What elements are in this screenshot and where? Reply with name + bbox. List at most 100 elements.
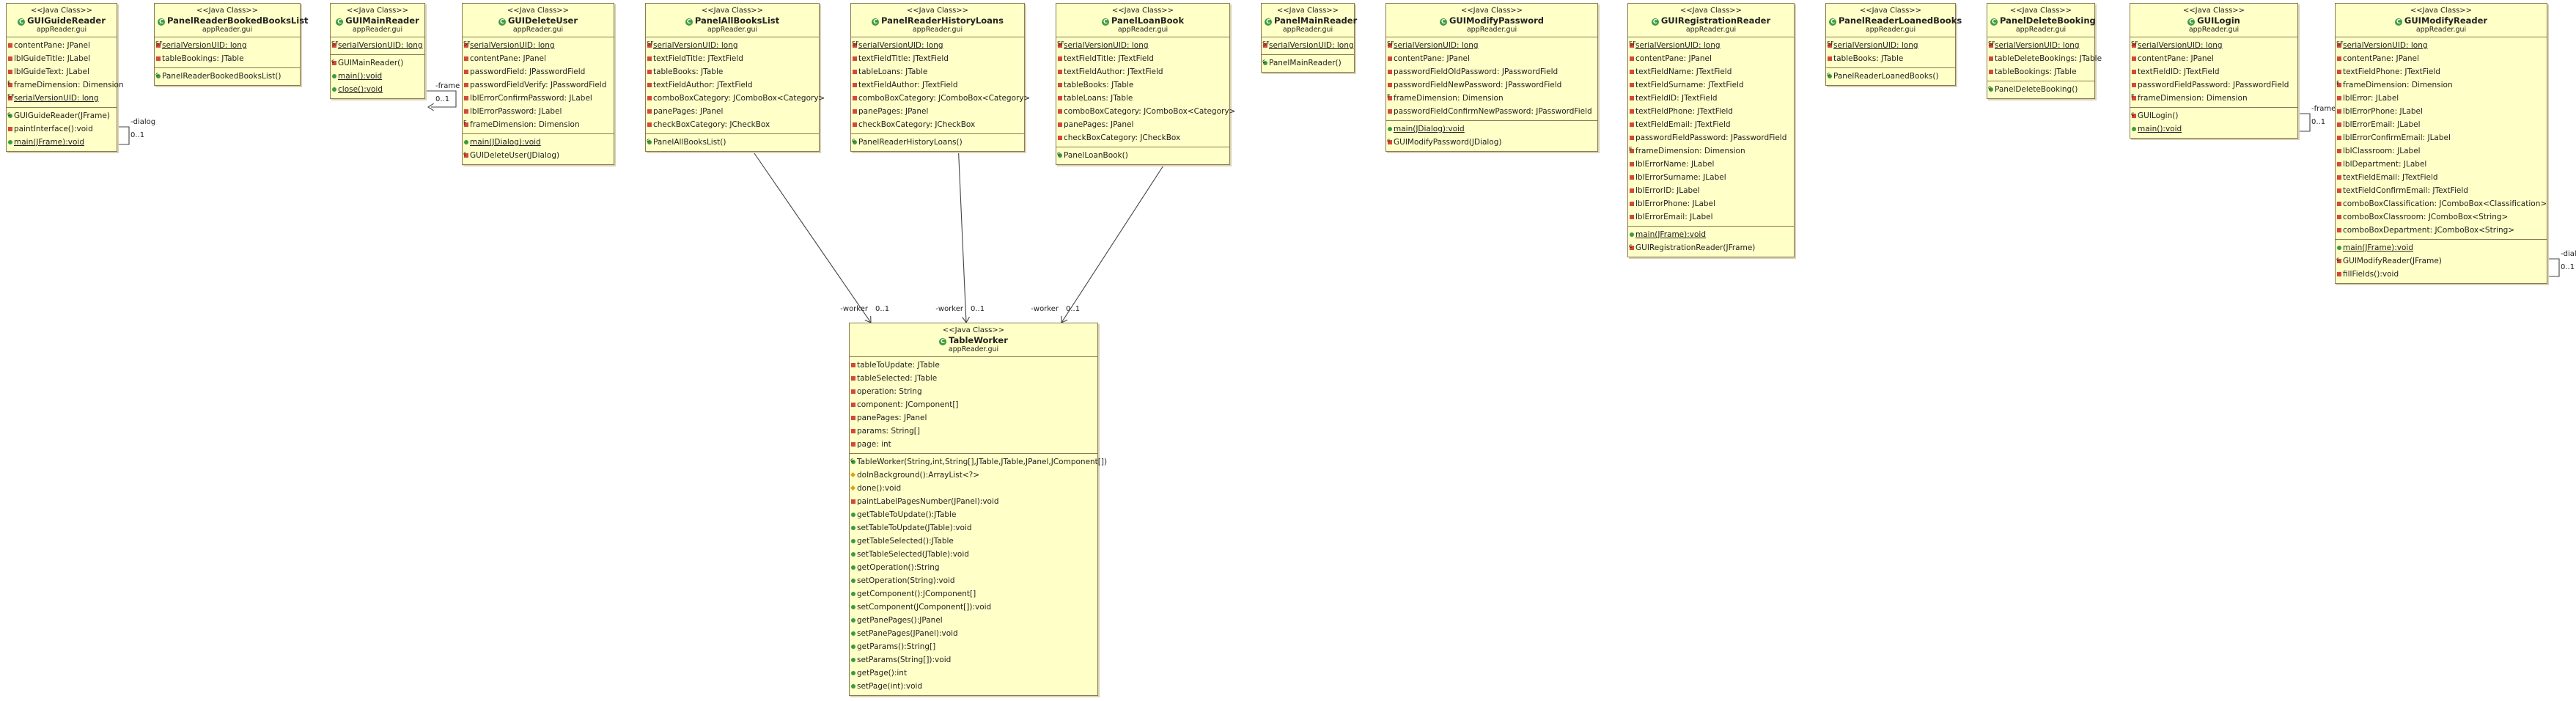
private-visibility-icon (2132, 43, 2136, 48)
stereotype-label: <<Java Class>> (196, 7, 259, 15)
member-text: main(JFrame):void (1635, 230, 1706, 239)
class-method: doInBackground():ArrayList<?> (850, 469, 1097, 482)
final-marker-icon: F (2336, 80, 2340, 87)
private-visibility-icon (2337, 188, 2341, 193)
class-attribute: params: String[] (850, 425, 1097, 438)
class-method: getTableSelected():JTable (850, 535, 1097, 548)
class-attribute: contentPane: JPanel (7, 39, 117, 52)
link-label: 0..1 (971, 305, 985, 313)
private-visibility-icon (1263, 43, 1267, 48)
class-icon: C (1990, 18, 1998, 26)
private-visibility-icon (647, 122, 652, 127)
class-method: paintLabelPagesNumber(JPanel):void (850, 495, 1097, 508)
static-final-marker-icon: SF (647, 40, 654, 47)
private-visibility-icon (1058, 43, 1062, 48)
stereotype-label: <<Java Class>> (2410, 7, 2473, 15)
class-method: paintInterface():void (7, 122, 117, 136)
private-visibility-icon (647, 109, 652, 114)
private-visibility-icon (1058, 122, 1062, 127)
private-visibility-icon (1630, 246, 1634, 250)
package-label: appReader.gui (2015, 26, 2067, 34)
public-visibility-icon (851, 605, 855, 609)
private-visibility-icon (1058, 56, 1062, 61)
class-attribute: passwordFieldPassword: JPasswordField (2130, 78, 2297, 92)
constructor-marker-icon: c (1387, 137, 1391, 144)
class-attribute: checkBoxCategory: JCheckBox (851, 118, 1024, 131)
class-icon: C (872, 18, 880, 26)
private-visibility-icon (2337, 259, 2341, 263)
class-attribute: panePages: JPanel (851, 105, 1024, 118)
member-text: comboBoxCategory: JComboBox<Category> (858, 94, 1031, 103)
public-visibility-icon (851, 526, 855, 530)
member-text: GUIModifyReader(JFrame) (2343, 257, 2442, 265)
class-icon: C (498, 18, 506, 26)
member-text: lblErrorID: JLabel (1635, 186, 1700, 195)
public-visibility-icon (464, 140, 468, 144)
class-method: getParams():String[] (850, 640, 1097, 653)
member-text: textFieldAuthor: JTextField (858, 81, 958, 89)
class-attribute: passwordFieldNewPassword: JPasswordField (1386, 78, 1597, 92)
class-method: setTableToUpdate(JTable):void (850, 521, 1097, 535)
association-line (1061, 164, 1165, 323)
member-text: tableBooks: JTable (653, 67, 724, 76)
class-method: getComponent():JComponent[] (850, 587, 1097, 601)
class-attribute: checkBoxCategory: JCheckBox (1056, 131, 1229, 144)
private-visibility-icon (2337, 83, 2341, 87)
member-text: doInBackground():ArrayList<?> (857, 471, 980, 480)
static-final-marker-icon: SF (1057, 40, 1064, 47)
class-icon: C (336, 18, 344, 26)
final-marker-icon: F (463, 120, 467, 126)
private-visibility-icon (1630, 215, 1634, 219)
class-name-text: PanelReaderBookedBooksList (167, 15, 309, 26)
class-attribute: passwordFieldVerify: JPasswordField (463, 78, 614, 92)
member-text: serialVersionUID: long (1269, 41, 1354, 50)
public-visibility-icon (647, 140, 652, 144)
member-text: panePages: JPanel (858, 107, 929, 116)
public-visibility-icon (2337, 246, 2341, 250)
member-text: textFieldPhone: JTextField (1635, 107, 1733, 116)
private-visibility-icon (464, 153, 468, 158)
public-visibility-icon (851, 671, 855, 675)
member-text: close():void (338, 85, 383, 94)
public-visibility-icon (851, 684, 855, 689)
package-label: appReader.gui (948, 345, 999, 353)
private-visibility-icon (853, 43, 857, 48)
association-line (958, 151, 967, 323)
member-text: setComponent(JComponent[]):void (857, 603, 992, 612)
class-attribute: lblErrorPhone: JLabel (2336, 105, 2547, 118)
stereotype-label: <<Java Class>> (1859, 7, 1922, 15)
member-text: contentPane: JPanel (2138, 54, 2214, 63)
public-visibility-icon (851, 513, 855, 517)
public-visibility-icon (851, 645, 855, 649)
